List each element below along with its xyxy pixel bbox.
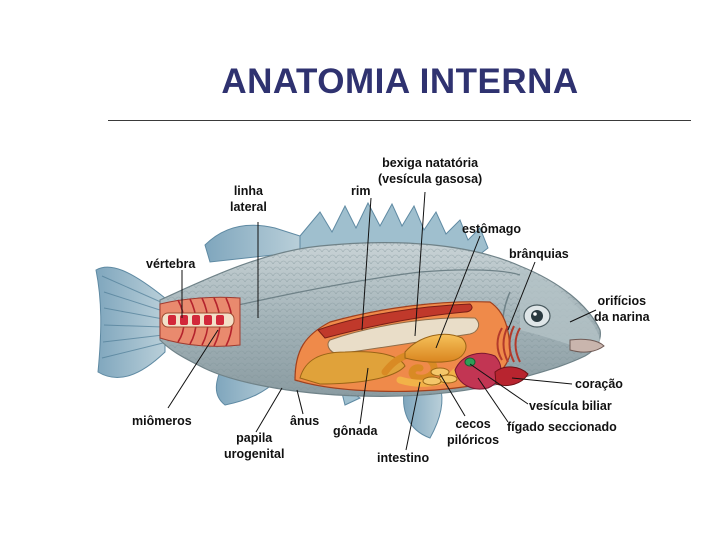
gallbladder-mark <box>464 357 476 367</box>
fish-head <box>501 268 605 357</box>
label-kidney: rim <box>351 184 371 198</box>
label-liver: fígado seccionado <box>507 420 617 434</box>
page-title: ANATOMIA INTERNA <box>221 62 579 101</box>
title-divider <box>108 120 691 121</box>
tail-section <box>159 296 241 347</box>
label-vertebra: vértebra <box>146 257 196 271</box>
caudal-fin <box>95 266 166 379</box>
label-swim-bladder: bexiga natatória(vesícula gasosa) <box>378 156 483 186</box>
lateral-line-mark <box>179 269 521 319</box>
label-intestine: intestino <box>377 451 430 465</box>
label-heart: coração <box>575 377 623 391</box>
label-anus: ânus <box>290 414 320 428</box>
label-gallbladder: vesícula biliar <box>529 399 612 413</box>
body-cavity <box>294 301 529 393</box>
label-gonad: gônada <box>333 424 378 438</box>
label-gills: brânquias <box>509 247 569 261</box>
label-stomach: estômago <box>462 222 522 236</box>
leader-lines <box>167 191 597 451</box>
label-myomeres: miômeros <box>132 414 192 428</box>
